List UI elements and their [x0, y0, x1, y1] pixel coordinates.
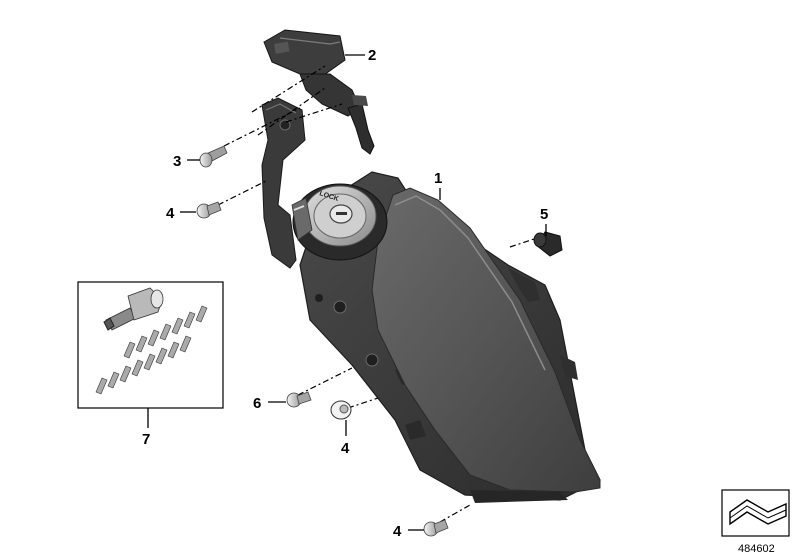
- callout-5: 5: [540, 206, 548, 223]
- callout-7: 7: [142, 431, 150, 448]
- callout-4-middle: 4: [341, 440, 350, 457]
- fuel-tank: [299, 171, 601, 503]
- kit-lock-cylinder: [103, 287, 164, 331]
- callout-1: 1: [434, 170, 442, 187]
- callout-6: 6: [253, 395, 261, 412]
- reference-number: 484602: [738, 543, 775, 555]
- repair-kit-box: [77, 281, 224, 409]
- callout-3: 3: [173, 153, 181, 170]
- mount-boss: [315, 294, 323, 302]
- screw-part-4-lower: [423, 519, 449, 537]
- screw-part-6: [286, 391, 312, 408]
- kit-tumbler-row-lower: [95, 335, 192, 395]
- callout-4-lower: 4: [393, 523, 402, 540]
- screw-part-3: [199, 145, 228, 168]
- mount-boss: [365, 353, 379, 367]
- callout-2: 2: [368, 47, 376, 64]
- orientation-icon: [721, 489, 790, 537]
- lock-switch: [263, 29, 375, 155]
- assembly-lines: [217, 65, 541, 523]
- leader-lines: [147, 54, 547, 531]
- screw-part-4-upper: [196, 201, 222, 219]
- fuel-cap: LOCK: [291, 183, 388, 261]
- mount-boss: [333, 300, 347, 314]
- lock-bracket: [261, 97, 306, 269]
- bracket-hole: [279, 119, 291, 131]
- kit-tumbler-row-upper: [123, 305, 208, 359]
- washer-part-4-middle: [330, 400, 352, 420]
- callout-4-upper: 4: [166, 205, 175, 222]
- nut-part-5: [533, 231, 563, 257]
